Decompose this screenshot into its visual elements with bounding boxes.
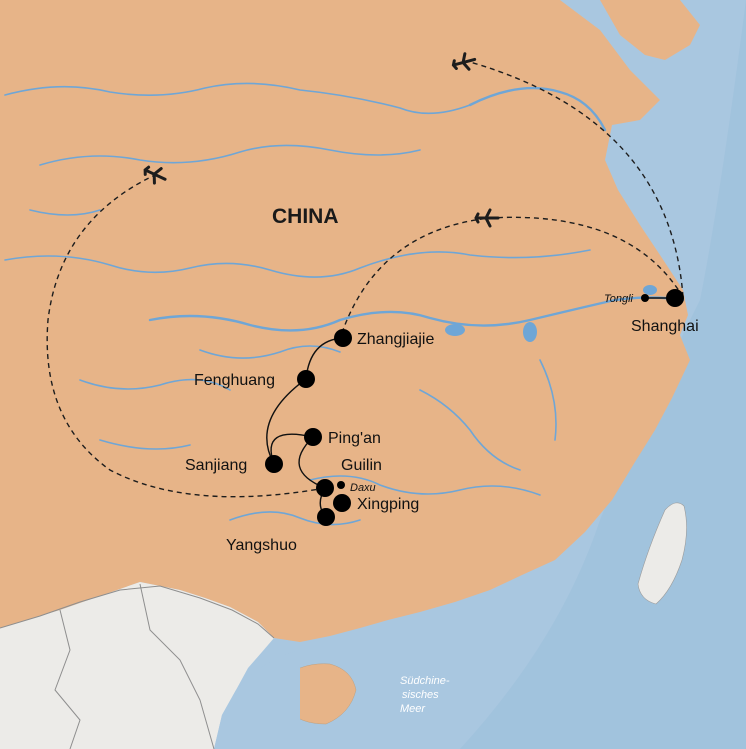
city-marker-sanjiang [265, 455, 283, 473]
neighbor-inner-border-2 [139, 583, 215, 749]
sea-label-line-1: Südchine- [400, 675, 450, 687]
city-marker-xingping [333, 494, 351, 512]
city-marker-fenghuang [297, 370, 315, 388]
rivers [4, 82, 685, 526]
city-marker-yangshuo [317, 508, 335, 526]
city-label-zhangjiajie: Zhangjiajie [357, 331, 434, 348]
neighbor-inner-border [54, 609, 81, 749]
city-marker-daxu [337, 481, 345, 489]
neighbor-countries [0, 582, 274, 749]
international-border [0, 585, 275, 639]
city-label-yangshuo: Yangshuo [226, 537, 297, 554]
city-label-shanghai: Shanghai [631, 318, 699, 335]
sea-label-line-3: Meer [400, 703, 426, 715]
ground-route-fenghuang-sanjiang [266, 378, 307, 465]
plane-icon [143, 165, 167, 185]
flight-route-shanghai-north [469, 61, 684, 298]
plane-icon [451, 52, 477, 71]
china-landmass [0, 0, 690, 642]
city-label-pingan: Ping'an [328, 430, 381, 447]
city-label-xingping: Xingping [357, 496, 419, 513]
city-marker-zhangjiajie [334, 329, 352, 347]
city-label-daxu: Daxu [350, 482, 376, 494]
poyang-lake [523, 322, 537, 342]
plane-icon [474, 208, 500, 228]
city-label-guilin: Guilin [341, 457, 382, 474]
country-label: CHINA [272, 205, 339, 228]
sea-label-line-2: sisches [402, 689, 439, 701]
city-marker-pingan [304, 428, 322, 446]
city-label-tongli: Tongli [604, 293, 634, 305]
taiwan-island [637, 502, 687, 605]
tai-lake [643, 285, 657, 295]
northeast-coastal-land [600, 0, 700, 60]
flight-route-guilin-west [46, 174, 326, 498]
city-label-fenghuang: Fenghuang [194, 372, 275, 389]
gulf-of-tonkin [214, 650, 300, 749]
city-marker-shanghai [666, 289, 684, 307]
city-marker-guilin [316, 479, 334, 497]
city-marker-tongli [641, 294, 649, 302]
dongting-lake [445, 324, 465, 336]
city-label-sanjiang: Sanjiang [185, 457, 247, 474]
